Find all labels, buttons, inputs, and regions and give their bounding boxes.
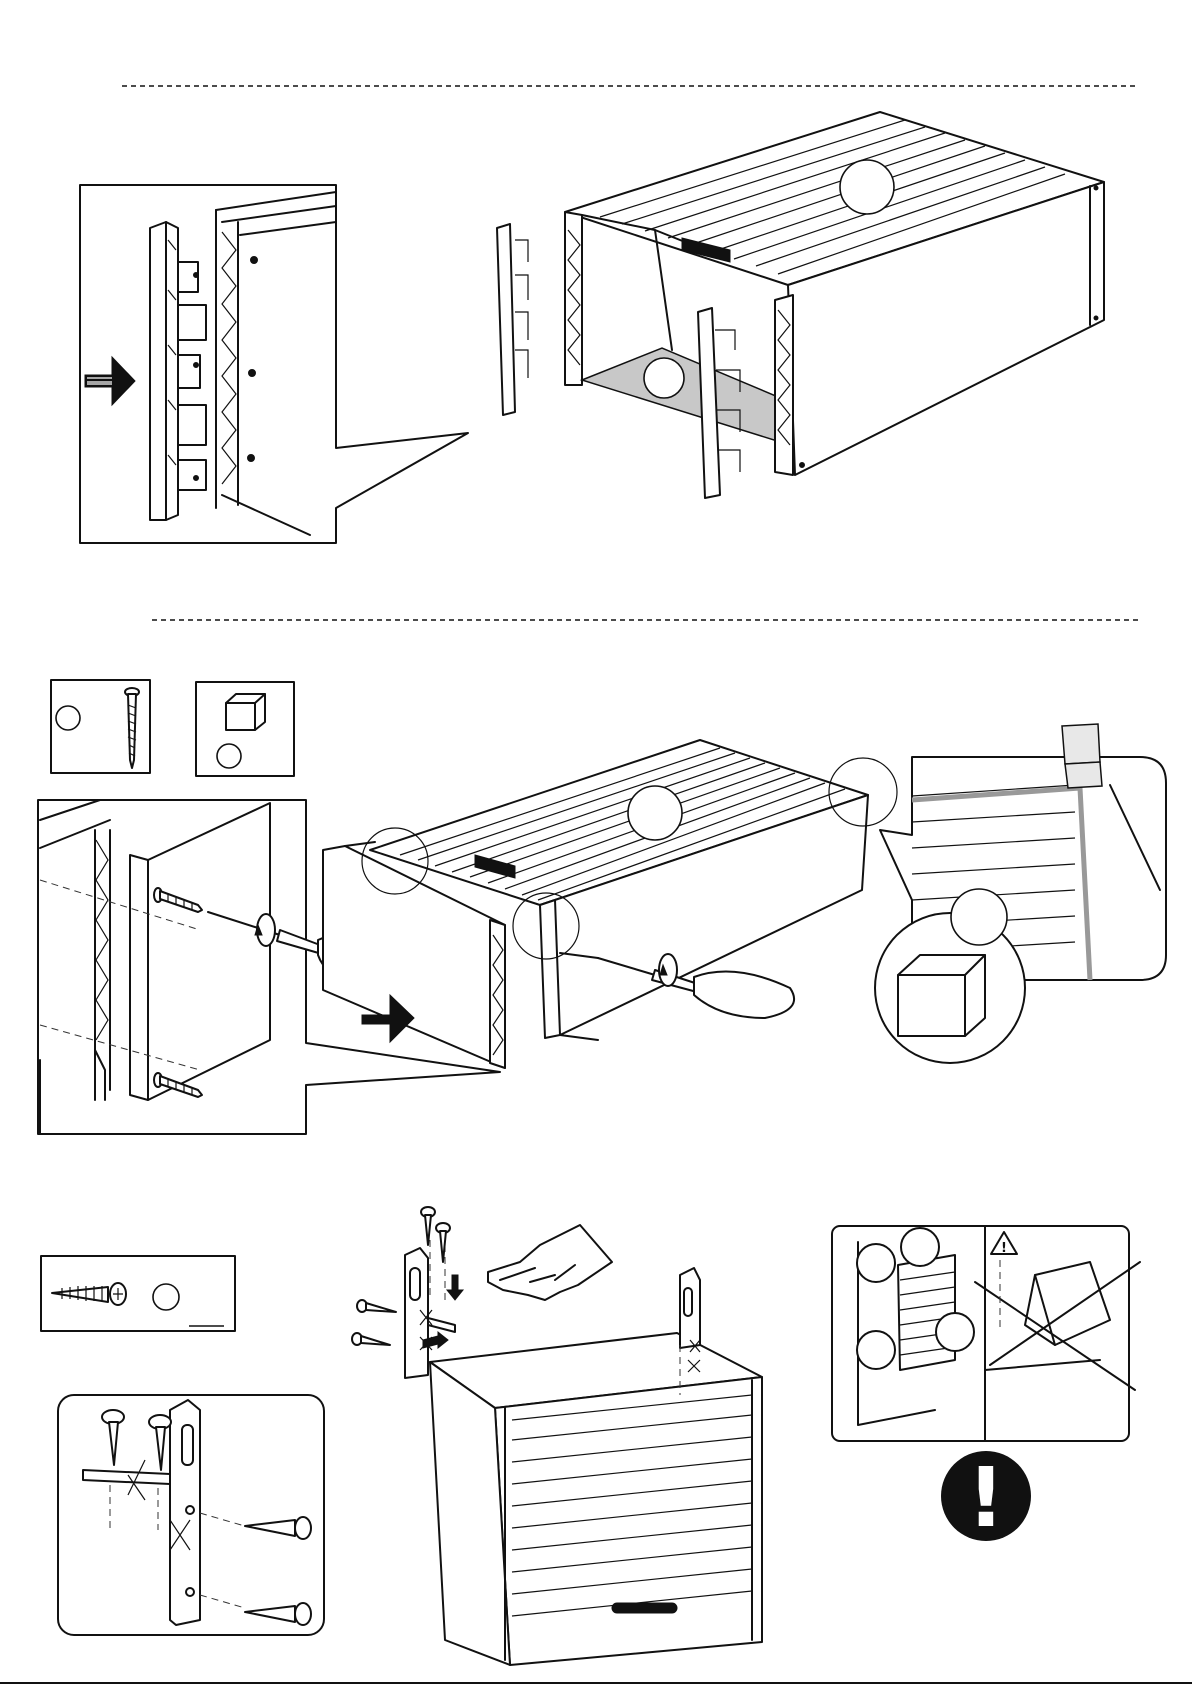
wall-screw-icon [357, 1300, 396, 1312]
part-marker-top [840, 160, 894, 214]
detail-inset-bracket [58, 1395, 324, 1635]
hole-icon [249, 370, 256, 377]
corner-block-icon [898, 955, 985, 1036]
step-screw-side-panels [38, 680, 1166, 1134]
part-marker [217, 744, 241, 768]
cabinet-handle [612, 1603, 677, 1613]
part-marker [153, 1284, 179, 1310]
corner-block-icon [1062, 724, 1102, 788]
corner-block-icon [226, 694, 265, 730]
attention-exclamation-icon: ! [941, 1451, 1031, 1546]
cabinet-frame-step1 [497, 112, 1104, 498]
wall-screw-icon [421, 1207, 435, 1245]
parts-box-block [196, 682, 294, 776]
detail-inset-corner [875, 724, 1166, 1063]
part-marker [951, 889, 1007, 945]
parts-box-screw [51, 680, 150, 773]
cabinet-assembled [352, 1207, 762, 1665]
warning-panel: ! [832, 1226, 1140, 1441]
pointing-hand-icon [488, 1225, 612, 1300]
cabinet-frame-step2 [323, 740, 897, 1068]
warning-glyph: ! [1001, 1241, 1007, 1256]
detail-inset-rail [80, 185, 468, 543]
wall-screw-icon [352, 1333, 390, 1345]
step-slide-side-panels [80, 112, 1104, 543]
wall-screw-icon [436, 1223, 450, 1262]
part-marker-top [628, 786, 682, 840]
part-marker [56, 706, 80, 730]
parts-box-wall-screw [41, 1256, 235, 1331]
hole-icon [251, 257, 258, 264]
part-marker-bottom [644, 358, 684, 398]
step-wall-fixing: ! ! [41, 1207, 1140, 1665]
hole-icon [248, 455, 255, 462]
attention-glyph: ! [967, 1451, 1004, 1546]
